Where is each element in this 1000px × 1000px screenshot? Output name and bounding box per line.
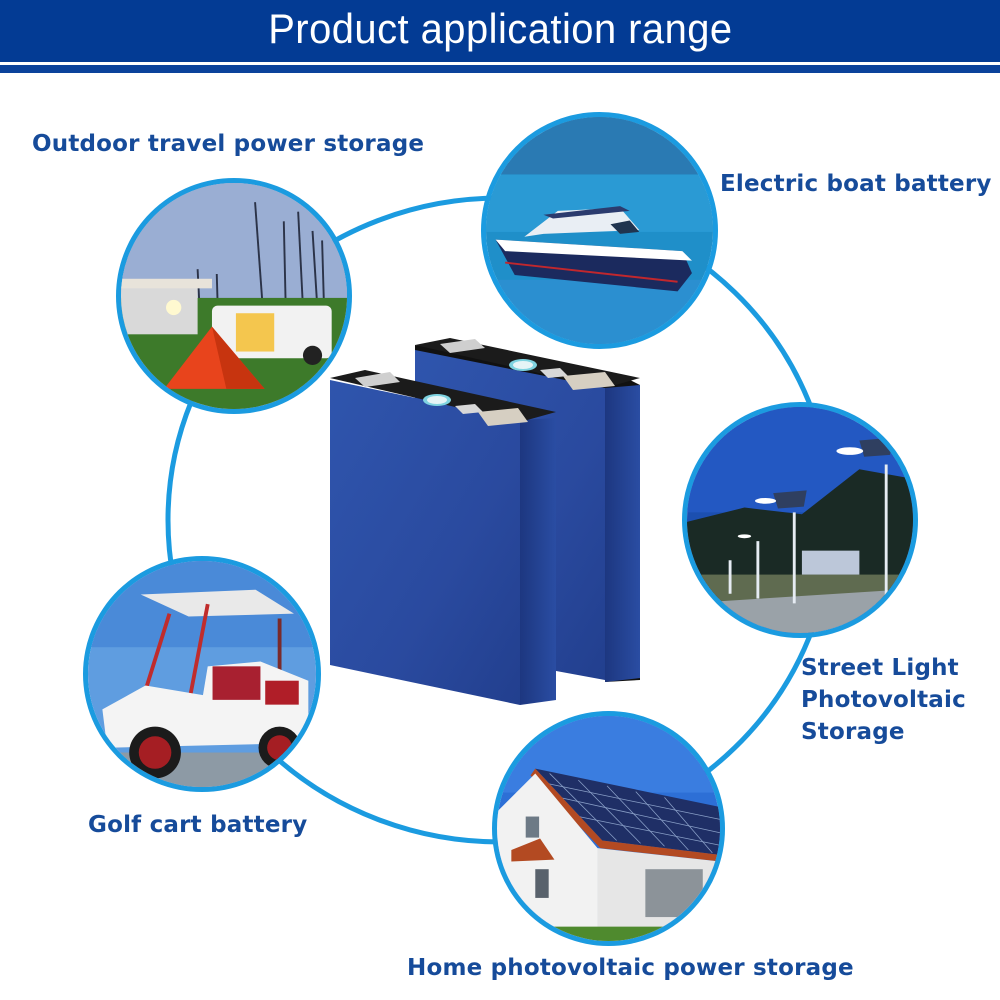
golf-cart-image xyxy=(83,556,321,792)
label-street-light: Street Light Photovoltaic Storage xyxy=(801,652,966,748)
outdoor-travel-image xyxy=(116,178,352,414)
header-divider-stripe xyxy=(0,65,1000,73)
label-street-light-line-3: Storage xyxy=(801,719,905,745)
label-street-light-line-1: Street Light xyxy=(801,655,959,681)
label-outdoor-travel: Outdoor travel power storage xyxy=(32,131,425,157)
battery-front xyxy=(330,370,556,705)
page-title: Product application range xyxy=(267,5,733,52)
label-home-photovoltaic: Home photovoltaic power storage xyxy=(407,955,854,981)
label-street-light-line-2: Photovoltaic xyxy=(801,687,966,713)
battery-cells-illustration xyxy=(320,330,660,720)
header-band: Product application range xyxy=(0,0,1000,62)
electric-boat-image xyxy=(481,112,718,349)
home-photovoltaic-image xyxy=(492,711,725,946)
label-golf-cart: Golf cart battery xyxy=(88,812,308,838)
label-electric-boat: Electric boat battery xyxy=(720,171,992,197)
street-light-image xyxy=(682,402,918,638)
